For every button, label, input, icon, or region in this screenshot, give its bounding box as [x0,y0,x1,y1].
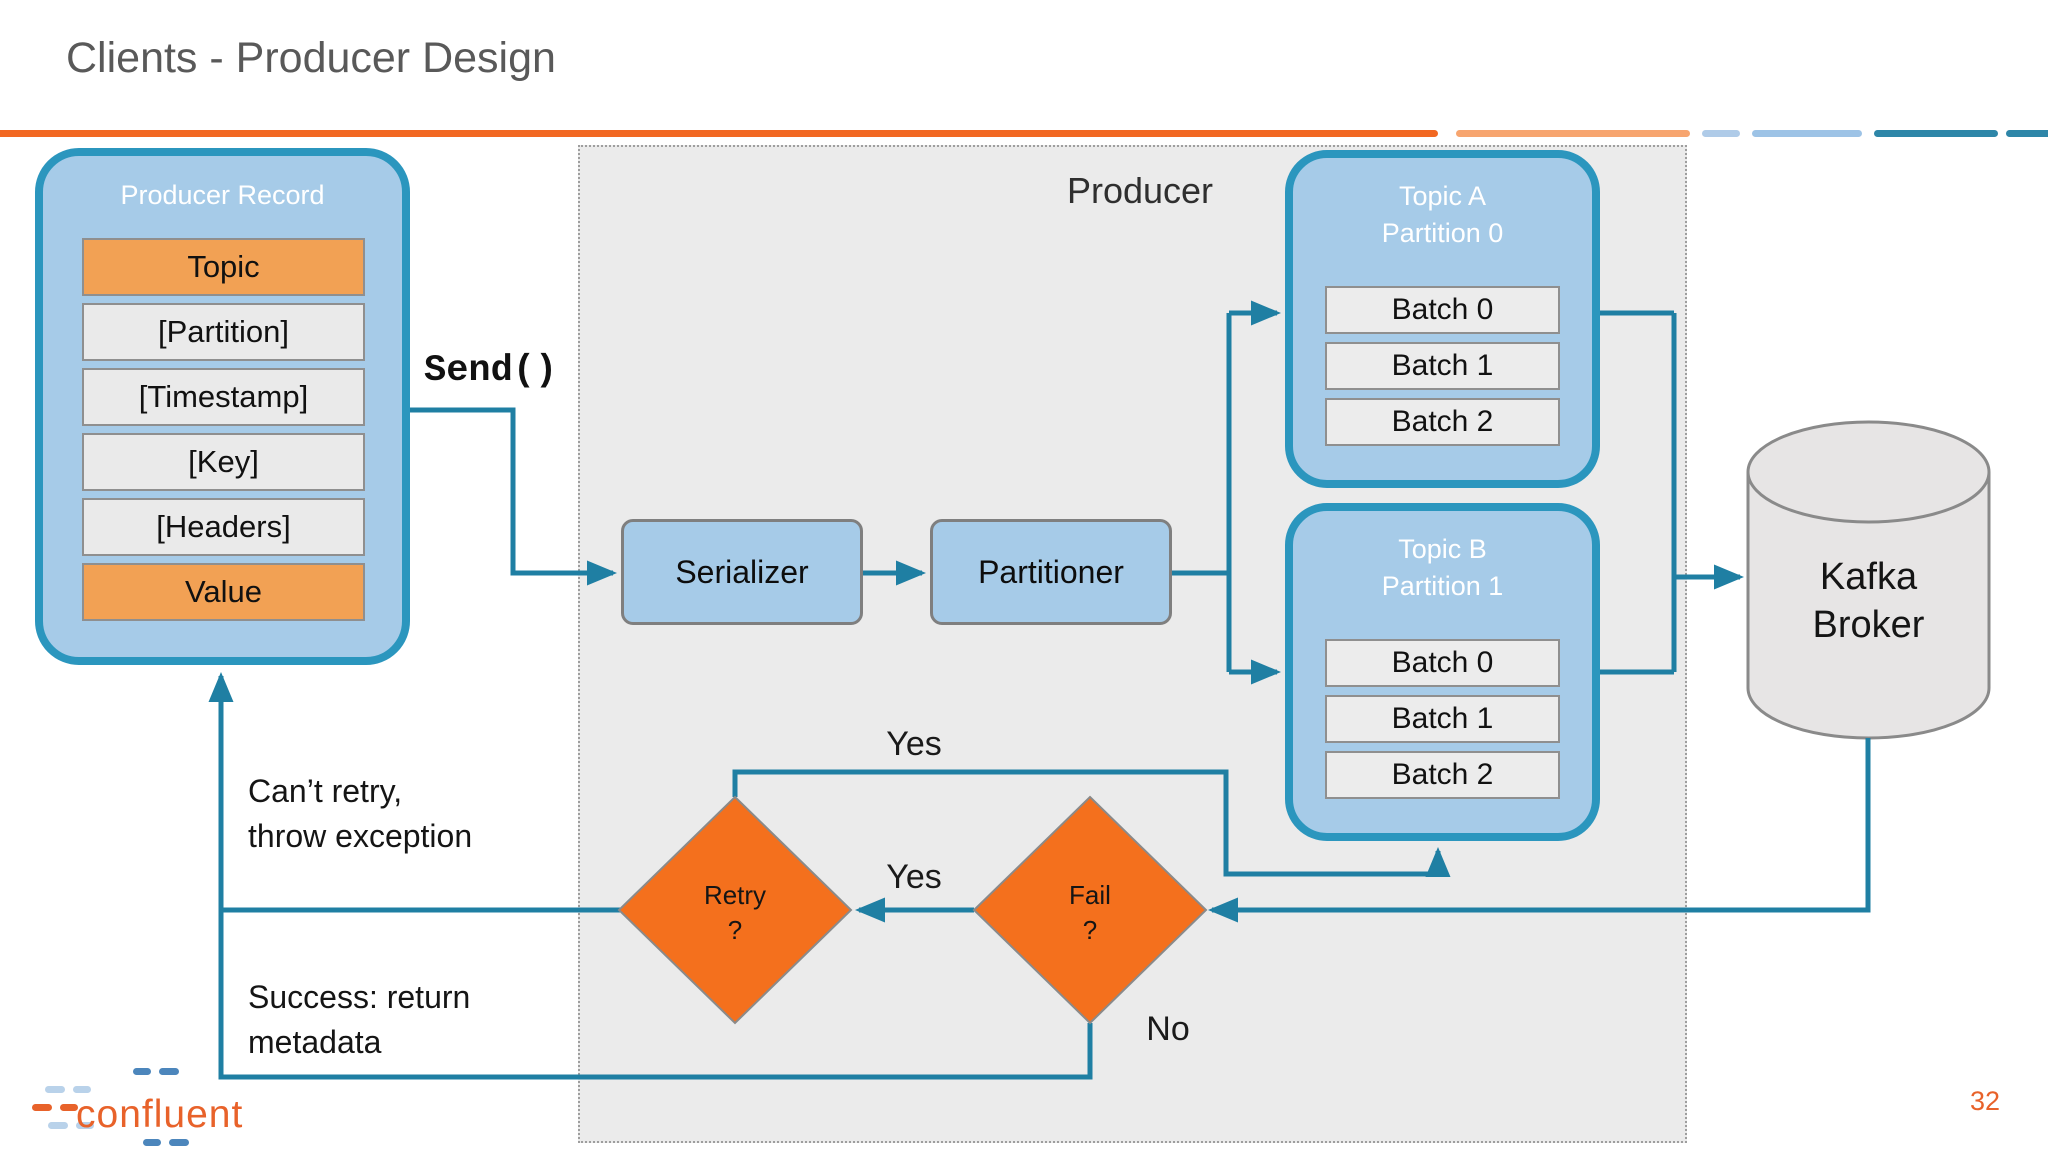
confluent-wordmark: confluent [76,1093,244,1136]
logo-dash [169,1139,189,1146]
header-rule-light-orange [1456,130,1690,137]
logo-dash [143,1139,161,1146]
batch-row: Batch 1 [1325,695,1560,743]
field-headers: [Headers] [82,498,365,556]
topic-a-batches: Batch 0 Batch 1 Batch 2 [1325,286,1560,454]
logo-dash [133,1068,151,1075]
yes-label-top: Yes [886,725,942,763]
success-note: Success: return metadata [248,975,470,1065]
logo-dash [45,1086,65,1093]
header-rule-blue-dash-2 [1752,130,1862,137]
fail-text: Fail [1069,880,1111,910]
batch-row: Batch 1 [1325,342,1560,390]
topic-a-title: Topic A Partition 0 [1293,158,1592,252]
retry-diamond-label: Retry ? [655,878,815,948]
topic-b-batches: Batch 0 Batch 1 Batch 2 [1325,639,1560,807]
topic-a-partition-0-box: Topic A Partition 0 Batch 0 Batch 1 Batc… [1285,150,1600,488]
retry-text: Retry [703,880,767,910]
producer-record-box: Producer Record Topic [Partition] [Times… [35,148,410,665]
cant-retry-note: Can’t retry, throw exception [248,769,472,859]
logo-dash [60,1104,78,1111]
header-rule-teal-dash-1 [1874,130,1998,137]
cant-retry-line2: throw exception [248,818,473,854]
cant-retry-line1: Can’t retry, [248,773,403,809]
logo-dash [73,1086,91,1093]
batch-row: Batch 0 [1325,639,1560,687]
success-line2: metadata [248,1024,382,1060]
topic-a-partition: Partition 0 [1381,218,1504,248]
producer-region-label: Producer [1066,170,1214,211]
yes-label-mid: Yes [886,858,942,896]
fail-diamond-label: Fail ? [1010,878,1170,948]
retry-question-mark: ? [727,915,743,945]
serializer-box: Serializer [621,519,863,625]
field-timestamp: [Timestamp] [82,368,365,426]
topic-b-title: Topic B Partition 1 [1293,511,1592,605]
page-title: Clients - Producer Design [66,34,556,82]
logo-dash [32,1104,52,1111]
producer-record-fields: Topic [Partition] [Timestamp] [Key] [Hea… [82,238,365,628]
no-label: No [1146,1010,1190,1048]
header-rule-orange [0,130,1438,137]
page-number: 32 [1969,1086,2000,1116]
topic-b-name: Topic B [1398,534,1487,564]
header-rule-blue-dash-1 [1702,130,1740,137]
send-call-label: Send() [424,350,558,392]
producer-record-title: Producer Record [120,180,325,210]
batch-row: Batch 0 [1325,286,1560,334]
logo-dash [159,1068,179,1075]
partitioner-box: Partitioner [930,519,1172,625]
broker-line2: Broker [1812,604,1925,646]
field-partition: [Partition] [82,303,365,361]
topic-b-partition-1-box: Topic B Partition 1 Batch 0 Batch 1 Batc… [1285,503,1600,841]
logo-dash [48,1122,68,1129]
topic-b-partition: Partition 1 [1381,571,1504,601]
header-rule-teal-dash-2 [2006,130,2048,137]
success-line1: Success: return [248,979,471,1015]
logo-dash [76,1122,94,1129]
batch-row: Batch 2 [1325,751,1560,799]
kafka-broker-label: Kafka Broker [1748,553,1989,649]
topic-a-name: Topic A [1398,181,1487,211]
field-key: [Key] [82,433,365,491]
fail-question-mark: ? [1082,915,1098,945]
broker-line1: Kafka [1819,556,1918,598]
field-topic: Topic [82,238,365,296]
batch-row: Batch 2 [1325,398,1560,446]
field-value: Value [82,563,365,621]
